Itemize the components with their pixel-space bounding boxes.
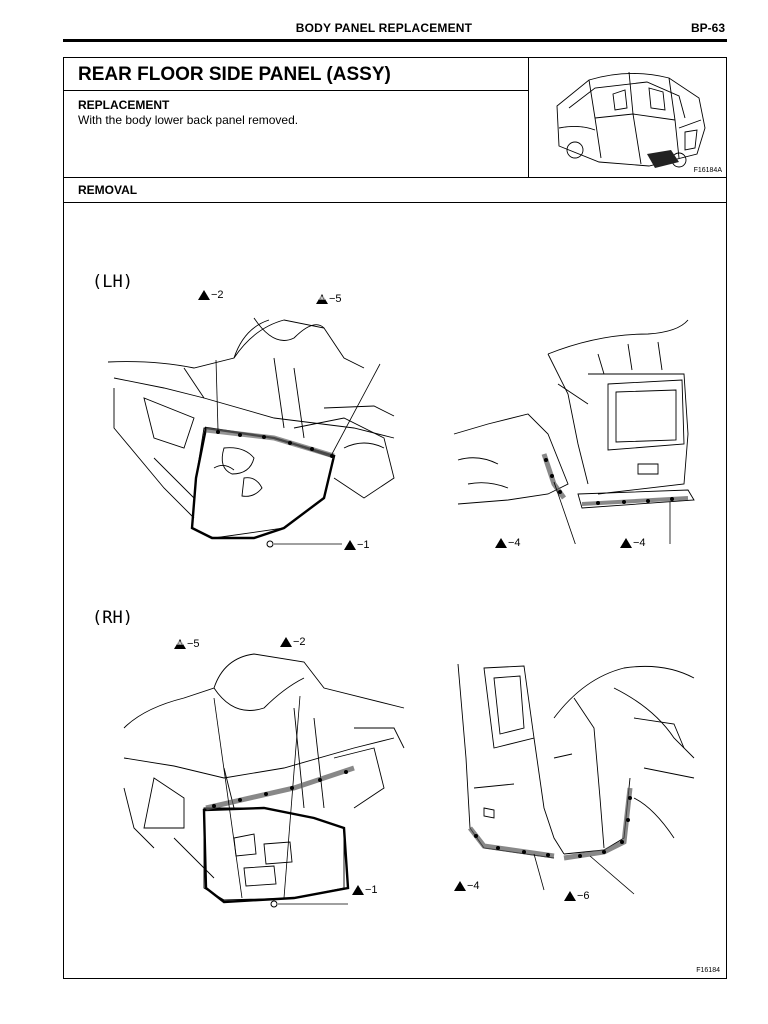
lh-callout-4a: −4 <box>495 537 521 549</box>
caution-triangle-icon <box>198 290 210 300</box>
rh-floor-panel-drawing <box>123 653 405 908</box>
lh-floor-panel-drawing <box>107 317 395 548</box>
rh-rear-panel-drawing <box>457 663 695 895</box>
caution-triangle-icon <box>620 538 632 548</box>
caution-triangle-icon <box>495 538 507 548</box>
rh-callout-2: −2 <box>280 636 306 648</box>
rh-callout-1: −1 <box>352 884 378 896</box>
caution-triangle-icon <box>564 891 576 901</box>
vehicle-thumbnail: F16184A <box>529 58 726 177</box>
title-box: REAR FLOOR SIDE PANEL (ASSY) <box>64 58 529 91</box>
rh-label: (RH) <box>92 608 133 628</box>
caution-triangle-icon <box>280 637 292 647</box>
caution-triangle-icon <box>454 881 466 891</box>
caution-triangle-icon <box>344 540 356 550</box>
lh-callout-4b: −4 <box>620 537 646 549</box>
page-number: BP-63 <box>690 21 725 35</box>
figure-code: F16184 <box>696 967 720 974</box>
rh-callout-5: M−5 <box>174 638 200 650</box>
caution-triangle-icon <box>352 885 364 895</box>
replacement-text: With the body lower back panel removed. <box>78 113 299 127</box>
header-title: BODY PANEL REPLACEMENT <box>295 21 473 35</box>
lh-callout-2: −2 <box>198 289 224 301</box>
replacement-heading: REPLACEMENT <box>78 98 170 112</box>
content-frame: REAR FLOOR SIDE PANEL (ASSY) REPLACEMENT… <box>63 57 727 979</box>
rh-callout-4: −4 <box>454 880 480 892</box>
lh-rear-panel-drawing <box>453 319 695 544</box>
thumbnail-code: F16184A <box>693 167 722 174</box>
rh-callout-6: −6 <box>564 890 590 902</box>
lh-label: (LH) <box>92 272 133 292</box>
mig-triangle-icon: M <box>316 294 328 304</box>
removal-bar: REMOVAL <box>64 177 726 203</box>
removal-heading: REMOVAL <box>78 183 138 197</box>
lh-callout-1: −1 <box>344 539 370 551</box>
lh-callout-5: M−5 <box>316 293 342 305</box>
mig-triangle-icon: M <box>174 639 186 649</box>
vehicle-body-illustration <box>556 71 706 168</box>
replacement-box: REPLACEMENT With the body lower back pan… <box>64 91 529 177</box>
header-rule <box>63 39 727 42</box>
section-title: REAR FLOOR SIDE PANEL (ASSY) <box>78 64 391 85</box>
